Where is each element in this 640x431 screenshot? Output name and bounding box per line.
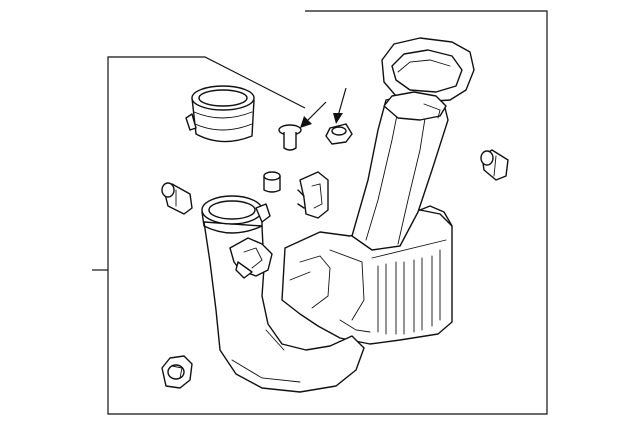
clamp-clip [297, 171, 329, 219]
callout-arrow-pin [300, 101, 327, 128]
group-frame-front [107, 56, 306, 415]
small-sleeve [263, 171, 281, 193]
grommet-nut [325, 123, 353, 145]
air-cleaner-housing [281, 205, 453, 345]
connector-hose [185, 85, 255, 143]
push-pin [278, 124, 302, 151]
intake-duct [351, 37, 475, 251]
rubber-mount-left [161, 182, 193, 215]
group-frame-rear [305, 10, 548, 415]
outlet-tube [201, 195, 365, 393]
rubber-mount-right [480, 149, 509, 181]
mount-bushing [161, 355, 193, 389]
callout-arrow-nut [333, 87, 347, 124]
